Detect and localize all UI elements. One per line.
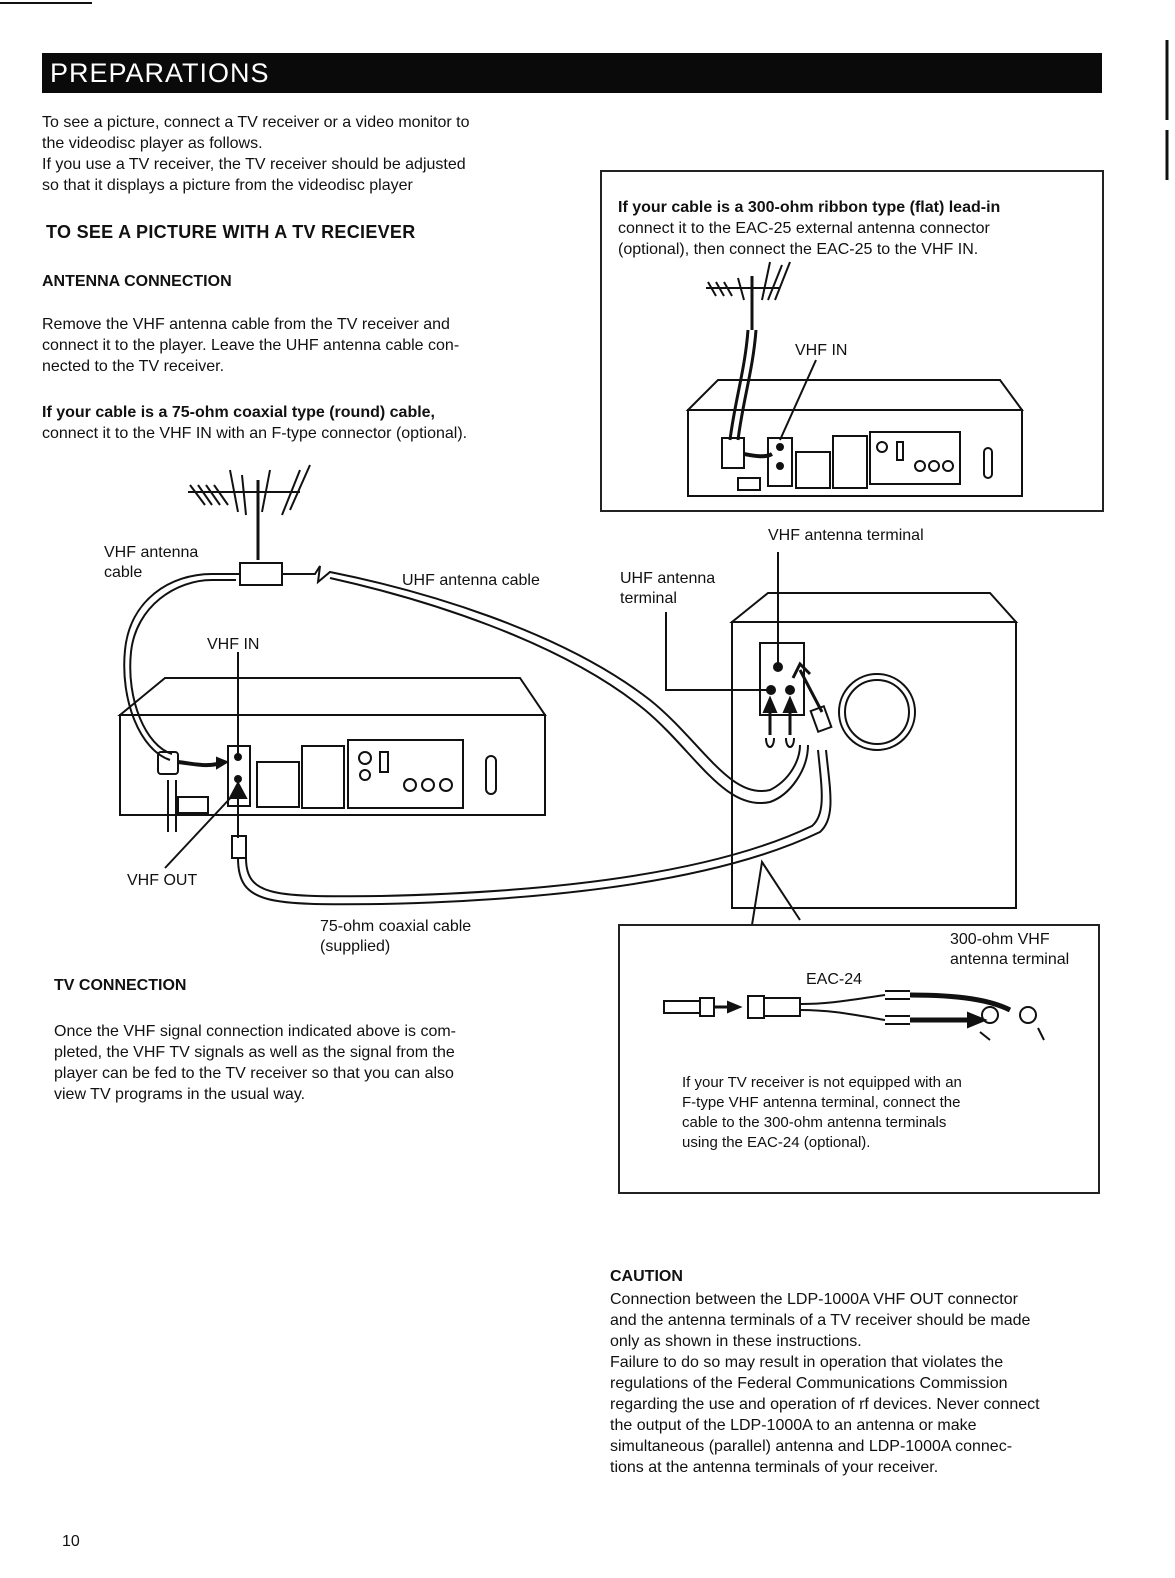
vhf-cable [123,573,240,761]
antenna-icon [188,464,311,560]
vhf-out-label: VHF OUT [127,872,198,889]
vhf-terminal-label: VHF antenna terminal [768,527,924,544]
antenna-line: connect it to the player. Leave the UHF … [42,337,460,354]
tv-connection-heading: TV CONNECTION [54,977,187,994]
coax-note-line: connect it to the VHF IN with an F-type … [42,425,468,442]
caution-line: regulations of the Federal Communication… [610,1375,1008,1392]
uhf-cable-label: UHF antenna cable [402,572,540,589]
eac-text: If your TV receiver is not equipped with… [682,1073,1082,1153]
caution-line: tions at the antenna terminals of your r… [610,1459,939,1476]
intro-text: To see a picture, connect a TV receiver … [42,112,562,196]
header-bar [42,53,1102,93]
vhf-cable-label: VHF antenna cable [104,543,198,583]
uhf-terminal-label: UHF antenna terminal [620,569,715,609]
label-line: (supplied) [320,938,391,955]
caution-line: the output of the LDP-1000A to an antenn… [610,1417,977,1434]
uhf-cable-inner [329,577,809,805]
balun-box [239,562,283,586]
antenna-line: nected to the TV receiver. [42,358,225,375]
intro-line: so that it displays a picture from the v… [42,177,413,194]
eac24-illustration [663,990,1045,1041]
page-title: PREPARATIONS [50,58,270,88]
label-line: 75-ohm coaxial cable [320,918,472,935]
vhf-cable-inner [129,579,236,755]
eac-line: If your TV receiver is not equipped with… [682,1074,962,1091]
eac-line: using the EAC-24 (optional). [682,1134,871,1151]
tv-connection-text: Once the VHF signal connection indicated… [54,1021,574,1105]
label-line: terminal [620,590,677,607]
ribbon-line: connect it to the EAC-25 external antenn… [618,220,990,237]
antenna-line: Remove the VHF antenna cable from the TV… [42,316,450,333]
antenna-text: Remove the VHF antenna cable from the TV… [42,314,562,377]
eac-terminal-label: 300-ohm VHF antenna terminal [950,930,1069,970]
caution-text: Connection between the LDP-1000A VHF OUT… [610,1289,1120,1478]
caution-heading: CAUTION [610,1268,683,1285]
coax-note-title: If your cable is a 75-ohm coaxial type (… [42,404,435,421]
tv-line: player can be fed to the TV receiver so … [54,1065,454,1082]
tv-line: view TV programs in the usual way. [54,1086,306,1103]
antenna-heading: ANTENNA CONNECTION [42,273,232,290]
label-line: cable [104,564,143,581]
player-illustration [117,652,547,869]
label-line: 300-ohm VHF [950,931,1050,948]
intro-line: the videodisc player as follows. [42,135,263,152]
caution-line: Connection between the LDP-1000A VHF OUT… [610,1291,1018,1308]
coax-note: If your cable is a 75-ohm coaxial type (… [42,402,572,444]
intro-line: If you use a TV receiver, the TV receive… [42,156,466,173]
ribbon-player-illustration [685,261,1024,497]
page-number: 10 [62,1533,80,1550]
ribbon-title: If your cable is a 300-ohm ribbon type (… [618,199,1001,216]
tv-illustration [665,552,1019,909]
tv-line: Once the VHF signal connection indicated… [54,1023,456,1040]
coax-cable-label: 75-ohm coaxial cable (supplied) [320,917,471,957]
eac-line: cable to the 300-ohm antenna terminals [682,1114,947,1131]
ribbon-line: (optional), then connect the EAC-25 to t… [618,241,979,258]
label-line: UHF antenna [620,570,716,587]
tv-line: pleted, the VHF TV signals as well as th… [54,1044,455,1061]
section-title: TO SEE A PICTURE WITH A TV RECIEVER [46,222,416,242]
ribbon-box [600,170,1104,512]
callout-pointer [751,859,801,926]
uhf-cable [282,565,801,793]
ribbon-text: If your cable is a 300-ohm ribbon type (… [618,197,1093,260]
intro-line: To see a picture, connect a TV receiver … [42,114,470,131]
label-line: antenna terminal [950,951,1070,968]
eac24-label: EAC-24 [806,971,863,988]
vhf-in-label: VHF IN [207,636,260,653]
eac-box [618,924,1100,1194]
caution-line: simultaneous (parallel) antenna and LDP-… [610,1438,1013,1455]
caution-line: Failure to do so may result in operation… [610,1354,1004,1371]
label-line: VHF antenna [104,544,199,561]
caution-line: only as shown in these instructions. [610,1333,862,1350]
caution-line: and the antenna terminals of a TV receiv… [610,1312,1031,1329]
eac-line: F-type VHF antenna terminal, connect the [682,1094,961,1111]
coax-cable [231,749,832,906]
ribbon-vhf-in-label: VHF IN [795,342,848,359]
caution-line: regarding the use and operation of rf de… [610,1396,1040,1413]
